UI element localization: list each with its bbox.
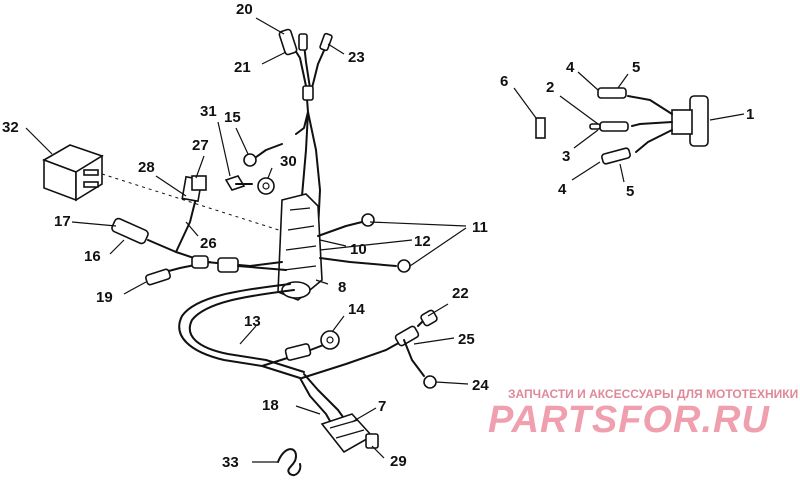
callout-10: 10 bbox=[350, 241, 367, 258]
callout-3: 3 bbox=[562, 148, 570, 165]
callout-5-lower: 5 bbox=[626, 183, 634, 200]
callout-21: 21 bbox=[234, 59, 251, 76]
callout-20: 20 bbox=[236, 1, 253, 18]
callout-12: 12 bbox=[414, 233, 431, 250]
right-connector-assembly bbox=[535, 87, 709, 165]
callout-7: 7 bbox=[378, 398, 386, 415]
callout-14: 14 bbox=[348, 301, 365, 318]
callout-32: 32 bbox=[2, 119, 19, 136]
callout-16: 16 bbox=[84, 248, 101, 265]
callout-18: 18 bbox=[262, 397, 279, 414]
callout-8: 8 bbox=[338, 279, 346, 296]
callout-17: 17 bbox=[54, 213, 71, 230]
callout-29: 29 bbox=[390, 453, 407, 470]
ring-terminal-leads bbox=[317, 213, 411, 273]
main-lower-harness bbox=[178, 283, 379, 454]
callout-33: 33 bbox=[222, 454, 239, 471]
callout-27: 27 bbox=[192, 137, 209, 154]
callout-4-lower: 4 bbox=[558, 181, 567, 198]
callout-15: 15 bbox=[224, 109, 241, 126]
watermark: ЗАПЧАСТИ И АКСЕССУАРЫ ДЛЯ МОТОТЕХНИКИ PA… bbox=[488, 387, 798, 441]
callout-11: 11 bbox=[472, 219, 488, 236]
watermark-brand: PARTSFOR.RU bbox=[488, 399, 770, 441]
callout-4-upper: 4 bbox=[566, 59, 575, 76]
callout-5-upper: 5 bbox=[632, 59, 640, 76]
callout-labels: 1 2 3 4 4 5 5 6 7 8 10 11 12 13 14 15 16… bbox=[2, 1, 754, 471]
callout-19: 19 bbox=[96, 289, 113, 306]
callout-25: 25 bbox=[458, 331, 475, 348]
callout-28: 28 bbox=[138, 159, 155, 176]
harness-bracket bbox=[277, 193, 323, 301]
callout-26: 26 bbox=[200, 235, 217, 252]
callout-31: 31 bbox=[200, 103, 217, 120]
watermark-tagline: ЗАПЧАСТИ И АКСЕССУАРЫ ДЛЯ МОТОТЕХНИКИ bbox=[508, 387, 798, 401]
callout-24: 24 bbox=[472, 377, 489, 394]
callout-13: 13 bbox=[244, 313, 261, 330]
leader-lines bbox=[25, 17, 745, 463]
callout-23: 23 bbox=[348, 49, 365, 66]
left-harness bbox=[111, 175, 287, 286]
callout-1: 1 bbox=[746, 106, 754, 123]
callout-6: 6 bbox=[500, 73, 508, 90]
relay-part bbox=[42, 144, 286, 233]
callout-2: 2 bbox=[546, 79, 554, 96]
hook-clip bbox=[277, 448, 302, 476]
hardware-group bbox=[224, 143, 283, 195]
right-lower-leads bbox=[301, 309, 438, 389]
callout-22: 22 bbox=[452, 285, 469, 302]
callout-30: 30 bbox=[280, 153, 297, 170]
